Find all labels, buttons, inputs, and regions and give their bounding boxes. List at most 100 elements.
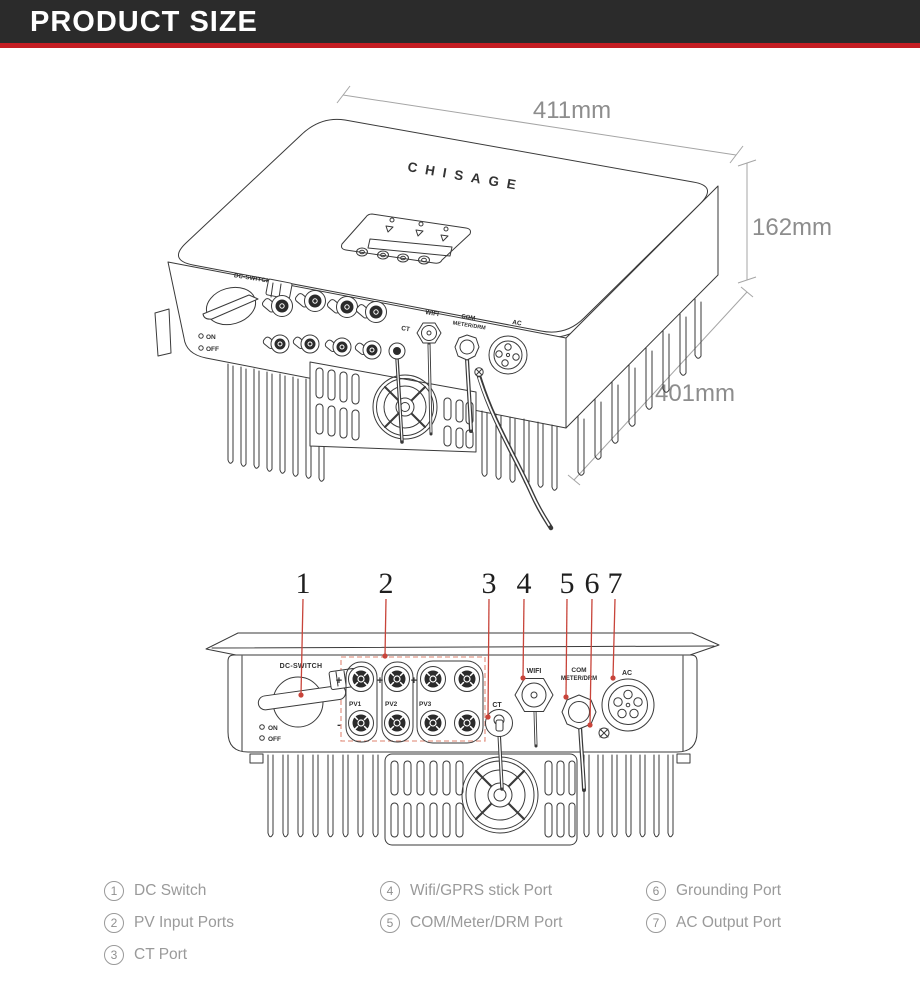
legend-num-5: 5: [380, 913, 400, 933]
com-label-line2: METER/DRM: [561, 676, 597, 682]
legend-column-1: 1 DC Switch 2 PV Input Ports 3 CT Port: [104, 880, 234, 976]
legend-item-dc-switch: 1 DC Switch: [104, 880, 234, 902]
legend-num-7: 7: [646, 913, 666, 933]
dim-height-label: 162mm: [752, 214, 832, 241]
led-icon: [440, 234, 449, 242]
callout-6: 6: [585, 567, 600, 600]
ac-label: AC: [622, 670, 632, 677]
header-bar: PRODUCT SIZE: [0, 0, 920, 43]
pv2-label: PV2: [385, 701, 398, 708]
dc-switch-label: DC-SWITCH: [233, 273, 271, 285]
left-heatsink-fins: [227, 363, 325, 482]
ac-port: AC: [488, 319, 528, 375]
dim-width-label: 411mm: [533, 97, 611, 124]
dimension-height: 162mm: [737, 159, 832, 284]
legend-label: COM/Meter/DRM Port: [410, 914, 563, 931]
page-title: PRODUCT SIZE: [30, 6, 258, 38]
legend-num-4: 4: [380, 881, 400, 901]
callout-4: 4: [517, 567, 532, 600]
callout-3: 3: [482, 567, 497, 600]
callout-1: 1: [296, 567, 311, 600]
vent-slots: [390, 760, 576, 838]
com-label-line2: METER/DRM: [452, 320, 486, 331]
legend-label: DC Switch: [134, 882, 207, 899]
callout-5: 5: [560, 567, 575, 600]
legend-num-3: 3: [104, 945, 124, 965]
legend-num-2: 2: [104, 913, 124, 933]
vent-panel: [309, 361, 477, 453]
pv-connector: [348, 666, 480, 736]
header-accent-bar: [0, 43, 920, 48]
lcd-display: [367, 238, 453, 257]
wifi-label: WIFI: [425, 309, 440, 318]
legend-num-6: 6: [646, 881, 666, 901]
panel-buttons: [356, 247, 430, 265]
pv1-label: PV1: [349, 701, 362, 708]
legend-item-ac-output-port: 7 AC Output Port: [646, 912, 781, 934]
plus-sign: +: [411, 675, 417, 687]
dimension-depth: 401mm: [567, 286, 754, 486]
com-meter-drm-port-bottom: COM METER/DRM: [561, 667, 597, 792]
callout-2: 2: [379, 567, 394, 600]
ac-port-bottom: AC: [601, 670, 655, 732]
legend-column-2: 4 Wifi/GPRS stick Port 5 COM/Meter/DRM P…: [380, 880, 562, 944]
legend-column-3: 6 Grounding Port 7 AC Output Port: [646, 880, 781, 944]
dc-switch-label: DC-SWITCH: [280, 663, 323, 670]
wifi-label: WIFI: [527, 668, 542, 675]
dim-depth-label: 401mm: [655, 380, 735, 407]
callout-7: 7: [608, 567, 623, 600]
pv-group-dashed-box: [340, 656, 486, 742]
bottom-view-drawing: 1 2 3 4 5 6 7 DC-SWITCH ON: [205, 567, 720, 846]
com-label-line1: COM: [461, 314, 476, 322]
iso-view-drawing: 411mm 162mm 401mm: [154, 85, 832, 531]
mount-ear: [154, 308, 172, 357]
vent-slots: [315, 367, 474, 449]
led-icon: [415, 229, 424, 237]
off-label: OFF: [268, 736, 281, 743]
plus-sign: +: [336, 675, 342, 687]
legend: 1 DC Switch 2 PV Input Ports 3 CT Port 4…: [0, 880, 920, 990]
on-label: ON: [268, 725, 278, 732]
minus-sign: -: [337, 719, 341, 731]
right-heatsink: [583, 753, 691, 838]
legend-label: AC Output Port: [676, 914, 782, 931]
legend-item-ct-port: 3 CT Port: [104, 944, 234, 966]
ct-label: CT: [492, 702, 502, 709]
legend-label: CT Port: [134, 946, 188, 963]
plus-sign: +: [377, 675, 383, 687]
legend-label: PV Input Ports: [134, 914, 234, 931]
inverter-right-face: [565, 185, 719, 429]
grounding-screw-bottom: [598, 727, 610, 739]
ct-port-bottom: CT: [485, 702, 513, 791]
com-label-line1: COM: [571, 667, 586, 674]
legend-item-com-meter-drm-port: 5 COM/Meter/DRM Port: [380, 912, 562, 934]
dimension-width: 411mm: [336, 85, 744, 164]
led-icon: [385, 225, 394, 233]
wifi-port-bottom: WIFI: [514, 668, 554, 748]
left-heatsink: [249, 753, 379, 838]
com-meter-drm-port: COM METER/DRM: [452, 314, 486, 433]
legend-label: Wifi/GPRS stick Port: [410, 882, 553, 899]
bottom-vent-panel: [384, 753, 578, 846]
legend-item-pv-input-ports: 2 PV Input Ports: [104, 912, 234, 934]
on-label: ON: [206, 334, 216, 341]
legend-label: Grounding Port: [676, 882, 782, 899]
off-label: OFF: [206, 346, 219, 353]
pv3-label: PV3: [419, 701, 432, 708]
legend-item-grounding-port: 6 Grounding Port: [646, 880, 781, 902]
control-panel: [341, 213, 471, 265]
mounting-plate: [205, 632, 720, 656]
callout-numbers: 1 2 3 4 5 6 7: [296, 567, 623, 600]
right-side-heatsink-fins: [577, 298, 702, 476]
legend-num-1: 1: [104, 881, 124, 901]
pv-input-ports: + + + - PV1 PV2 PV3: [336, 660, 484, 744]
callout-leader-lines: [298, 598, 616, 728]
ac-label: AC: [512, 319, 523, 327]
ct-port: CT: [388, 325, 410, 444]
grounding-screw: [474, 367, 554, 531]
wifi-port: WIFI: [416, 309, 442, 436]
pv-connectors: [261, 290, 387, 360]
legend-item-wifi-gprs-port: 4 Wifi/GPRS stick Port: [380, 880, 562, 902]
dc-switch: DC-SWITCH ON OFF: [198, 273, 293, 353]
